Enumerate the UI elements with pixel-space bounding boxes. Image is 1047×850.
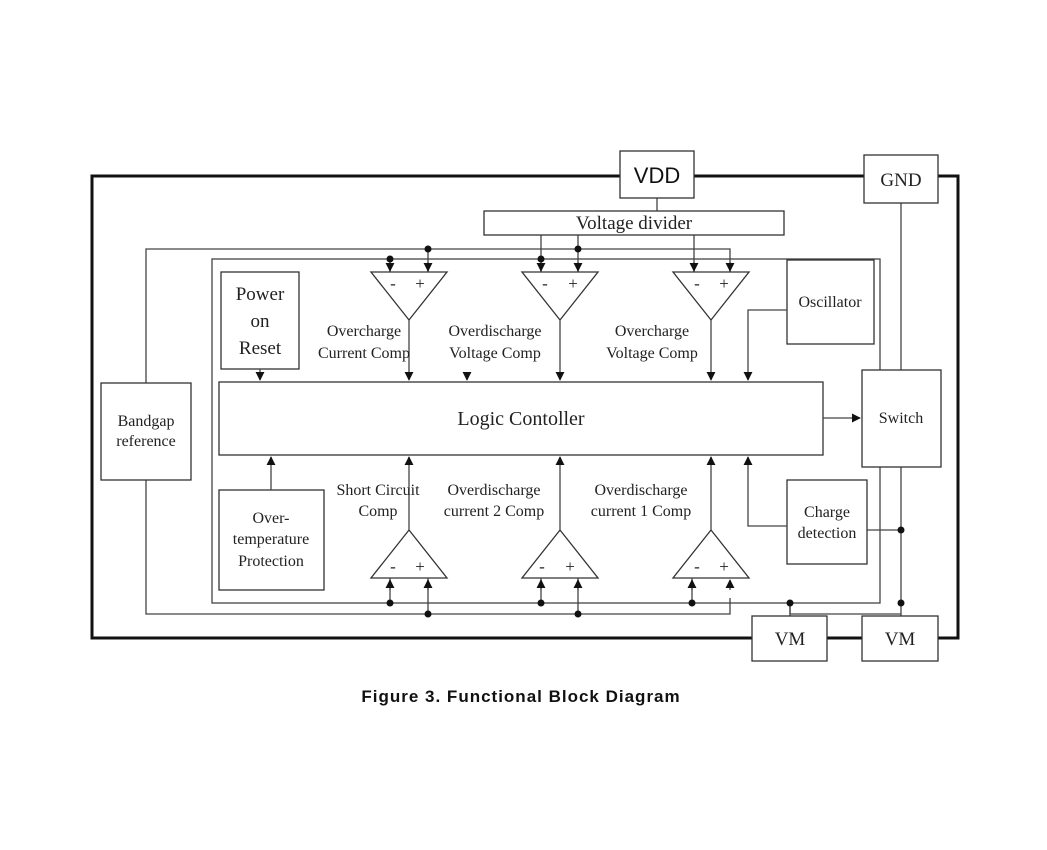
- svg-text:-: -: [390, 274, 396, 293]
- comparator-overcharge-current: - +: [369, 271, 449, 322]
- charge-detection-block: Charge detection: [786, 479, 868, 565]
- reference-lines: [145, 248, 731, 615]
- comparator-overdischarge-voltage: - +: [520, 271, 600, 322]
- svg-text:Over-: Over-: [253, 510, 290, 527]
- svg-text:VM: VM: [775, 629, 806, 650]
- switch-wiring: [789, 203, 902, 616]
- svg-text:Switch: Switch: [879, 410, 923, 427]
- svg-text:Charge: Charge: [804, 504, 850, 521]
- svg-text:Overcharge: Overcharge: [327, 323, 401, 340]
- svg-text:Comp: Comp: [358, 503, 397, 520]
- voltage-divider-block: Voltage divider: [483, 210, 785, 236]
- svg-text:reference: reference: [116, 433, 176, 450]
- svg-text:Bandgap: Bandgap: [118, 413, 175, 430]
- svg-text:Overdischarge: Overdischarge: [448, 482, 541, 499]
- figure-caption: Figure 3. Functional Block Diagram: [361, 687, 680, 706]
- svg-text:-: -: [694, 557, 700, 576]
- svg-text:Voltage Comp: Voltage Comp: [606, 345, 698, 362]
- svg-text:+: +: [565, 557, 575, 576]
- svg-text:-: -: [542, 274, 548, 293]
- logic-controller-block: Logic Contoller: [218, 381, 824, 456]
- svg-text:+: +: [568, 274, 578, 293]
- vdd-block: VDD: [619, 150, 695, 199]
- svg-text:+: +: [719, 274, 729, 293]
- svg-text:current 2 Comp: current 2 Comp: [444, 503, 544, 520]
- svg-text:Voltage Comp: Voltage Comp: [449, 345, 541, 362]
- svg-text:Overcharge: Overcharge: [615, 323, 689, 340]
- svg-text:Overdischarge: Overdischarge: [449, 323, 542, 340]
- svg-text:Reset: Reset: [239, 338, 282, 359]
- svg-text:VDD: VDD: [634, 163, 680, 188]
- svg-text:+: +: [415, 557, 425, 576]
- signal-arrows: [255, 262, 861, 590]
- svg-text:Short Circuit: Short Circuit: [336, 482, 420, 499]
- svg-text:Power: Power: [236, 284, 285, 305]
- svg-text:on: on: [251, 311, 271, 332]
- svg-text:detection: detection: [798, 525, 857, 542]
- svg-text:Current Comp: Current Comp: [318, 345, 410, 362]
- vm-right-block: VM: [861, 615, 939, 662]
- vm-left-block: VM: [751, 615, 828, 662]
- svg-text:temperature: temperature: [233, 531, 309, 548]
- svg-text:Logic Contoller: Logic Contoller: [457, 408, 585, 430]
- svg-text:Voltage divider: Voltage divider: [576, 213, 693, 234]
- svg-text:+: +: [415, 274, 425, 293]
- comparator-overdischarge-current-2: - +: [520, 528, 600, 579]
- svg-text:-: -: [694, 274, 700, 293]
- svg-text:-: -: [539, 557, 545, 576]
- switch-block: Switch: [861, 369, 942, 468]
- gnd-block: GND: [863, 154, 939, 204]
- power-on-reset-block: Power on Reset: [220, 271, 300, 370]
- svg-text:Oscillator: Oscillator: [798, 294, 862, 311]
- junction-dots: [386, 245, 905, 618]
- svg-text:current 1 Comp: current 1 Comp: [591, 503, 691, 520]
- comparator-short-circuit: - +: [369, 528, 449, 579]
- svg-text:Protection: Protection: [238, 553, 304, 570]
- bandgap-reference-block: Bandgap reference: [100, 382, 192, 481]
- comparator-overcharge-voltage: - +: [671, 271, 751, 322]
- svg-text:Overdischarge: Overdischarge: [595, 482, 688, 499]
- svg-text:GND: GND: [880, 170, 921, 191]
- oscillator-block: Oscillator: [786, 259, 875, 345]
- comparator-overdischarge-current-1: - +: [671, 528, 751, 579]
- comparator-labels: Overcharge Current Comp Overdischarge Vo…: [318, 323, 698, 520]
- over-temperature-block: Over- temperature Protection: [218, 489, 325, 591]
- svg-text:VM: VM: [885, 629, 916, 650]
- svg-text:+: +: [719, 557, 729, 576]
- power-bus: [90, 174, 960, 640]
- svg-text:-: -: [390, 557, 396, 576]
